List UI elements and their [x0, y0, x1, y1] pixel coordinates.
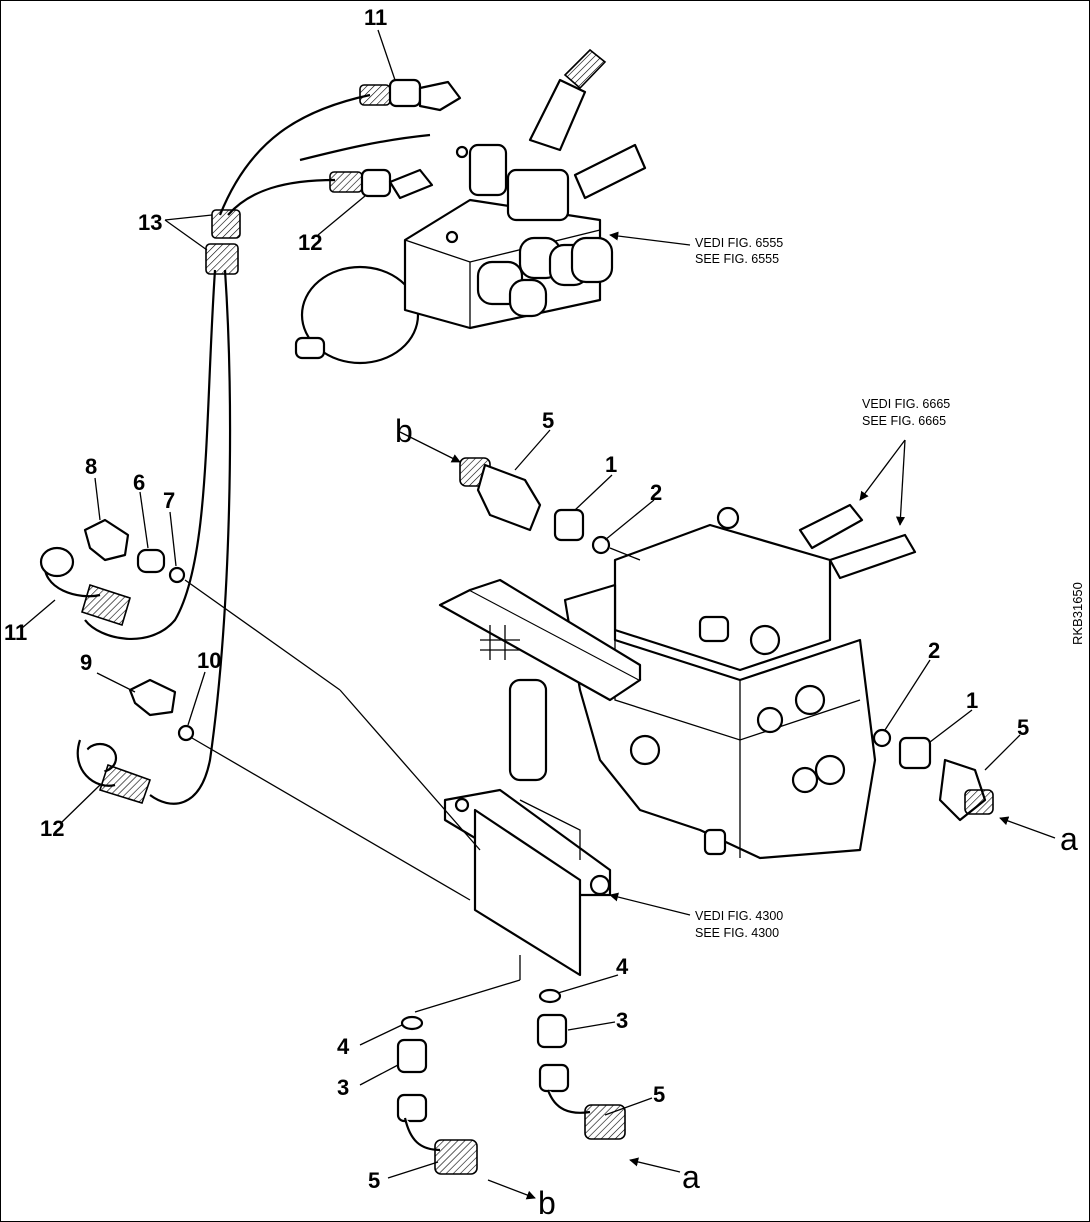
callout-11-top: 11: [364, 5, 387, 30]
drawing-code: RKB31650: [1070, 582, 1085, 645]
callout-7: 7: [163, 488, 175, 513]
callout-5-right: 5: [1017, 715, 1029, 740]
callout-12-top: 12: [298, 230, 322, 255]
accumulator-valve-block: [294, 48, 647, 365]
figure-references: VEDI FIG. 6555 SEE FIG. 6555 VEDI FIG. 6…: [695, 236, 950, 940]
callout-1-right: 1: [966, 688, 978, 713]
fittings: [39, 78, 994, 1175]
callout-5-top: 5: [542, 408, 554, 433]
connection-a-bottom: a: [682, 1159, 700, 1195]
callout-13: 13: [138, 210, 162, 235]
ref-fig-4300-it: VEDI FIG. 4300: [695, 909, 783, 923]
hoses: [84, 93, 431, 805]
callout-1-top: 1: [605, 452, 617, 477]
ref-fig-6665-en: SEE FIG. 6665: [862, 414, 946, 428]
callout-4-right: 4: [616, 954, 629, 979]
callout-5-bottom-left: 5: [368, 1168, 380, 1193]
connection-a-right: a: [1060, 821, 1078, 857]
callout-3-left: 3: [337, 1075, 349, 1100]
callout-2-top: 2: [650, 480, 662, 505]
reference-arrows: [399, 231, 1056, 1200]
leader-lines: [21, 29, 1021, 1179]
ref-fig-6555-it: VEDI FIG. 6555: [695, 236, 783, 250]
callout-5-bottom-right: 5: [653, 1082, 665, 1107]
callout-4-left: 4: [337, 1034, 350, 1059]
callout-10: 10: [197, 648, 221, 673]
callouts: 11 12 13 8 6 7 11 9 10 12 5 1 2 2 1 5 4 …: [4, 5, 1029, 1193]
callout-2-right: 2: [928, 638, 940, 663]
callout-8: 8: [85, 454, 97, 479]
callout-3-right: 3: [616, 1008, 628, 1033]
connection-b-bottom: b: [538, 1185, 556, 1221]
callout-6: 6: [133, 470, 145, 495]
callout-11-left: 11: [4, 620, 27, 645]
ref-fig-6555-en: SEE FIG. 6555: [695, 252, 779, 266]
connection-letters: b a a b: [395, 413, 1078, 1221]
ref-fig-6665-it: VEDI FIG. 6665: [862, 397, 950, 411]
callout-9: 9: [80, 650, 92, 675]
pedal-pilot-valve: [438, 578, 642, 977]
main-control-valve: [563, 503, 917, 860]
callout-12-left: 12: [40, 816, 64, 841]
connection-b-top: b: [395, 413, 413, 449]
ref-fig-4300-en: SEE FIG. 4300: [695, 926, 779, 940]
